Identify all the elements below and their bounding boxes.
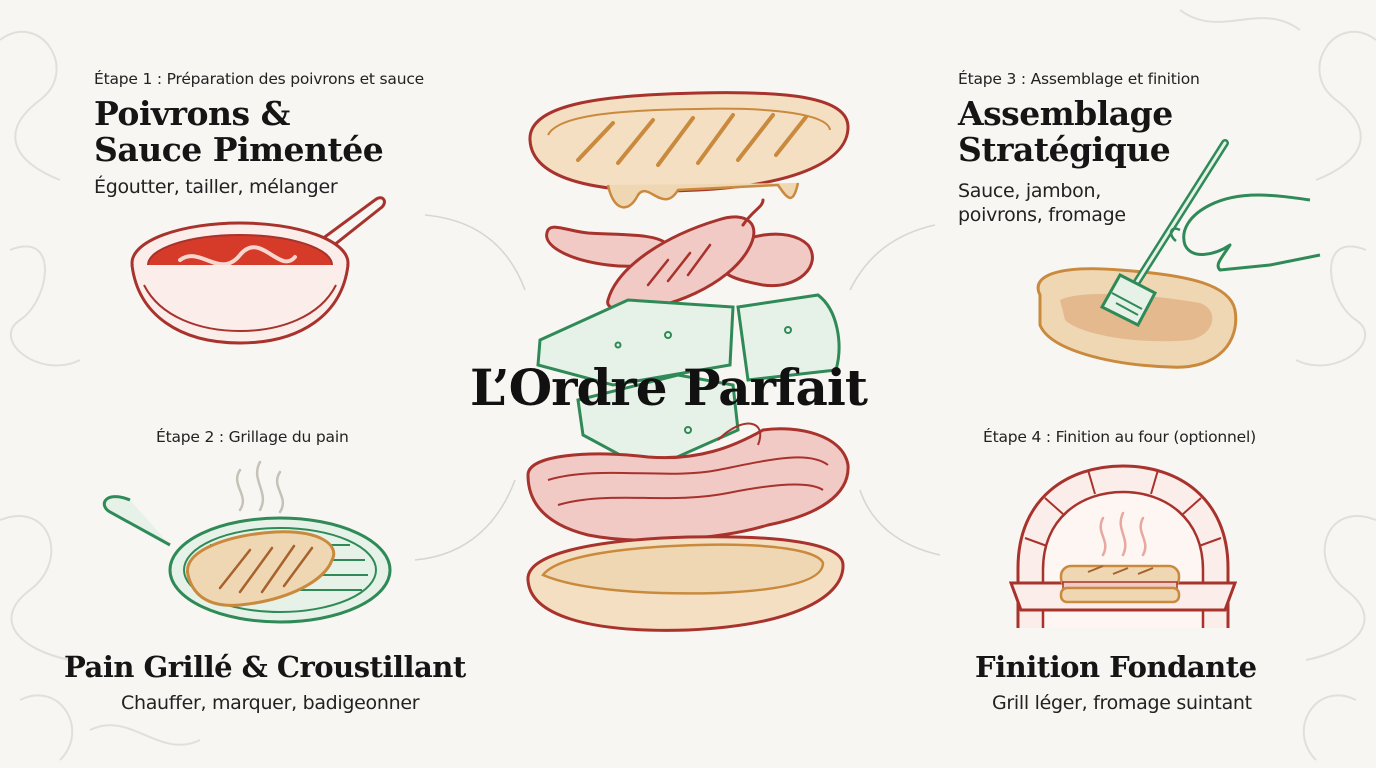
step-1-label: Étape 1 : Préparation des poivrons et sa… <box>94 70 424 88</box>
step-2-subtitle: Chauffer, marquer, badigeonner <box>121 692 420 714</box>
step-4-subtitle: Grill léger, fromage suintant <box>992 692 1252 714</box>
step-3-subtitle-line-2: poivrons, fromage <box>958 203 1126 226</box>
sauce-bowl-icon <box>130 196 386 345</box>
step-2-title-line-1: Pain Grillé & Croustillant <box>64 650 466 684</box>
step-2-label: Étape 2 : Grillage du pain <box>156 428 349 446</box>
cheese-slices-icon <box>536 293 841 472</box>
ham-slices-icon <box>526 422 850 542</box>
grilled-peppers-icon <box>545 198 814 312</box>
step-3-title-line-1: Assemblage <box>958 94 1173 133</box>
step-4-title: Finition Fondante <box>975 650 1257 684</box>
bottom-bread-icon <box>526 535 845 632</box>
step-2-title: Pain Grillé & Croustillant <box>64 650 466 684</box>
step-3-title-line-2: Stratégique <box>958 129 1171 169</box>
step-1-subtitle: Égoutter, tailler, mélanger <box>94 176 338 198</box>
oven-icon <box>1008 464 1238 628</box>
step-3-subtitle: Sauce, jambon, poivrons, fromage <box>958 180 1126 228</box>
step-4-title-line-1: Finition Fondante <box>975 650 1257 684</box>
step-3-label: Étape 3 : Assemblage et finition <box>958 70 1200 88</box>
step-1-title-line-1: Poivrons & <box>94 94 290 133</box>
grill-pan-icon <box>102 460 392 624</box>
top-bread-icon <box>528 91 850 209</box>
step-4-label: Étape 4 : Finition au four (optionnel) <box>983 428 1256 446</box>
step-1-title: Poivrons & Sauce Pimentée <box>94 94 384 169</box>
step-3-title: Assemblage Stratégique <box>958 96 1173 167</box>
brush-bread-icon <box>1036 139 1321 369</box>
main-title: L’Ordre Parfait <box>470 358 868 417</box>
sandwich-illustration <box>526 91 850 632</box>
step-3-subtitle-line-1: Sauce, jambon, <box>958 180 1101 202</box>
step-1-title-line-2: Sauce Pimentée <box>94 129 384 169</box>
